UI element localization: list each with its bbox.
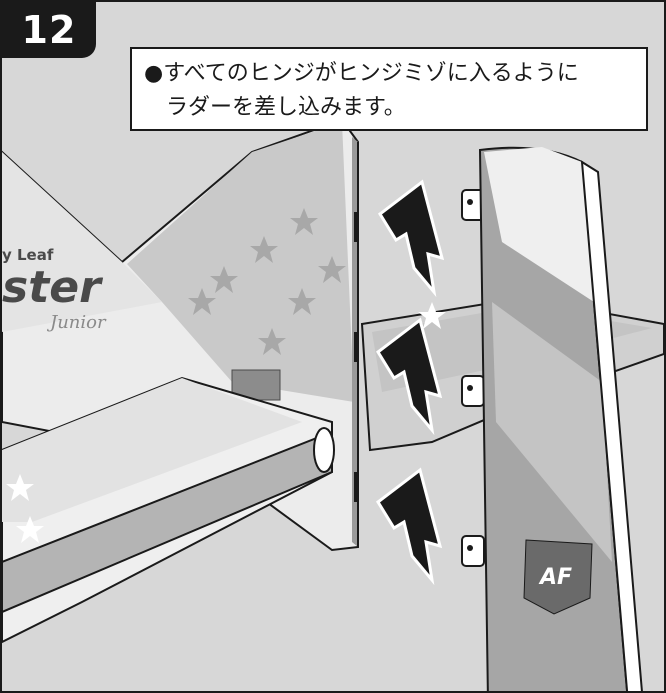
- wing: [2, 376, 335, 644]
- step-badge: 12: [2, 2, 96, 58]
- caption-line-1: すべてのヒンジがヒンジミゾに入るように: [163, 61, 579, 86]
- hinge-icon: [461, 189, 485, 567]
- insert-arrow-icon: [376, 317, 443, 436]
- af-logo-icon: AF: [523, 539, 593, 615]
- rudder: AF: [461, 146, 643, 691]
- instruction-caption: ●すべてのヒンジがヒンジミゾに入るように ラダーを差し込みます。: [130, 47, 648, 131]
- insert-arrow-icon: [378, 179, 445, 298]
- fuselage-script-text: Junior: [46, 312, 107, 333]
- step-number: 12: [21, 8, 77, 52]
- caption-bullet: ●: [144, 61, 164, 86]
- insert-arrows: [376, 179, 445, 586]
- caption-line-2: ラダーを差し込みます。: [166, 95, 406, 120]
- fuselage-name-text: ster: [2, 262, 103, 313]
- insert-arrow-icon: [376, 467, 443, 586]
- fuselage-brand-text: y Leaf: [2, 246, 54, 264]
- rudder-logo-text: AF: [538, 565, 572, 590]
